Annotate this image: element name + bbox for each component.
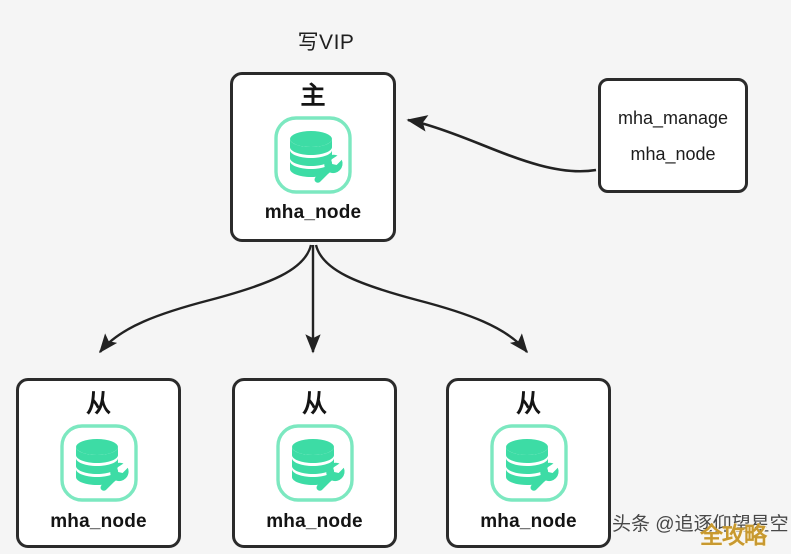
write-vip-title: 写VIP: [297, 31, 355, 54]
node-slave-1-role: 从: [85, 390, 111, 418]
node-slave-2[interactable]: 从 mha_node: [232, 378, 397, 548]
edge-master-to-slave-3: [314, 244, 528, 354]
database-wrench-icon: [271, 419, 359, 507]
node-slave-3-role: 从: [515, 390, 541, 418]
node-slave-3-label: mha_node: [480, 511, 577, 532]
node-slave-1-label: mha_node: [50, 511, 147, 532]
watermark-text: 头条 @追逐仰望星空: [612, 514, 789, 535]
watermark-logo: 全攻略: [700, 522, 767, 548]
edge-master-to-slave-1: [99, 244, 313, 354]
manager-line-mha-manage: mha_manage: [617, 107, 729, 128]
node-slave-2-role: 从: [301, 390, 327, 418]
database-wrench-icon: [485, 419, 573, 507]
node-slave-1[interactable]: 从 mha_node: [16, 378, 181, 548]
node-slave-2-label: mha_node: [266, 511, 363, 532]
node-mha-manager[interactable]: mha_manage mha_node: [598, 78, 748, 193]
edge-manager-to-master: [406, 115, 597, 173]
node-master[interactable]: 主 mha_node: [230, 72, 396, 242]
node-master-label: mha_node: [264, 202, 362, 223]
database-wrench-icon: [55, 419, 143, 507]
manager-line-mha-node: mha_node: [630, 143, 716, 164]
database-wrench-icon: [269, 111, 357, 199]
node-slave-3[interactable]: 从 mha_node: [446, 378, 611, 548]
node-master-role: 主: [300, 82, 326, 110]
